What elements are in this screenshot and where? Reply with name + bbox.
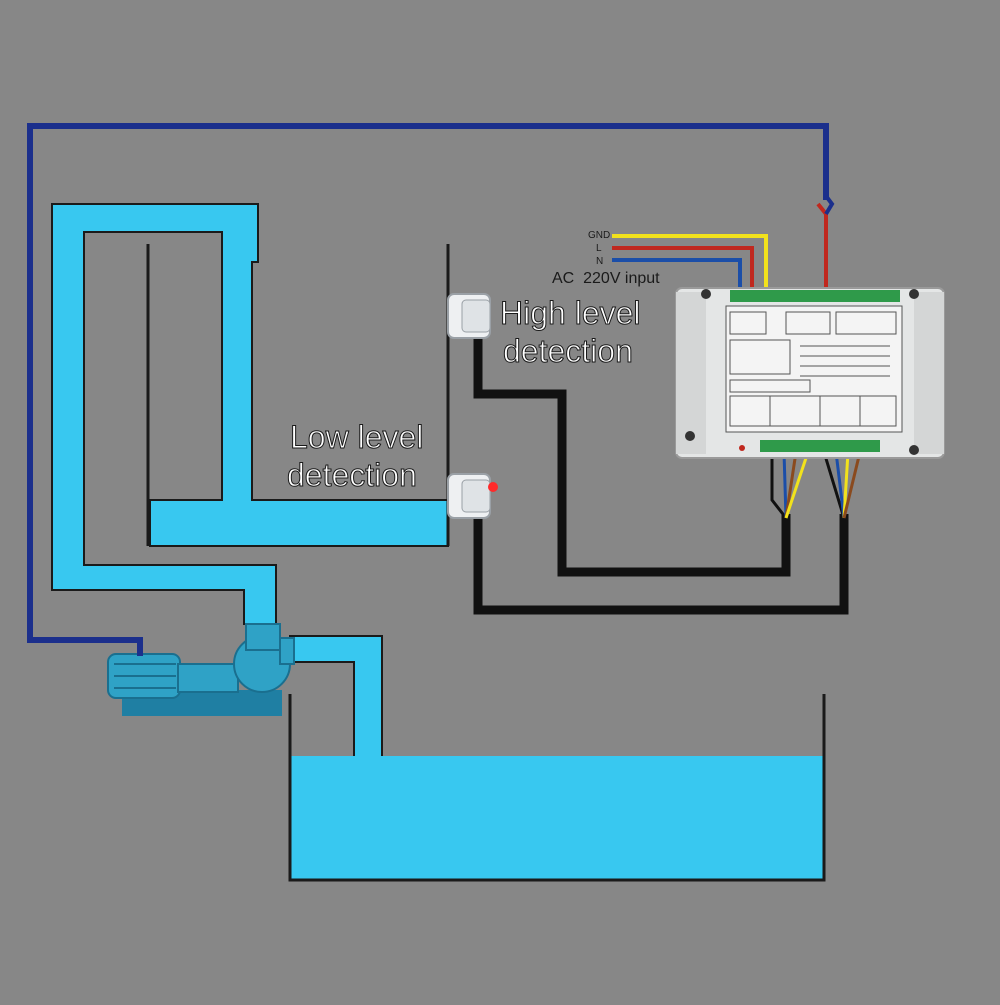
wire-l-label: L <box>596 243 602 254</box>
wire-n <box>612 258 742 296</box>
wire-gnd <box>612 234 768 296</box>
low-level-label-line2: detection <box>287 457 417 493</box>
controller-module-icon <box>675 287 945 459</box>
low-sensor-cable <box>473 514 849 615</box>
ac-input-label: AC 220V input <box>552 270 660 287</box>
supply-pipe <box>51 203 449 625</box>
wire-n-label: N <box>596 256 603 267</box>
low-level-label-line1: Low level <box>290 419 423 455</box>
terminal-wires-right <box>822 451 862 519</box>
high-sensor-cable <box>473 338 791 577</box>
wire-gnd-label: GND <box>588 230 610 241</box>
terminal-wires-left <box>770 451 810 519</box>
low-level-sensor-icon <box>447 473 498 519</box>
ac-input-wires <box>612 234 768 296</box>
pump-power-cable <box>27 123 829 656</box>
pump-power-red-wire <box>816 202 828 296</box>
wire-l <box>612 246 754 296</box>
high-level-sensor-icon <box>447 293 491 339</box>
pump-icon <box>107 623 295 716</box>
lower-tank <box>288 694 826 882</box>
high-level-label-line1: High level <box>500 295 641 331</box>
high-level-label-line2: detection <box>503 333 633 369</box>
